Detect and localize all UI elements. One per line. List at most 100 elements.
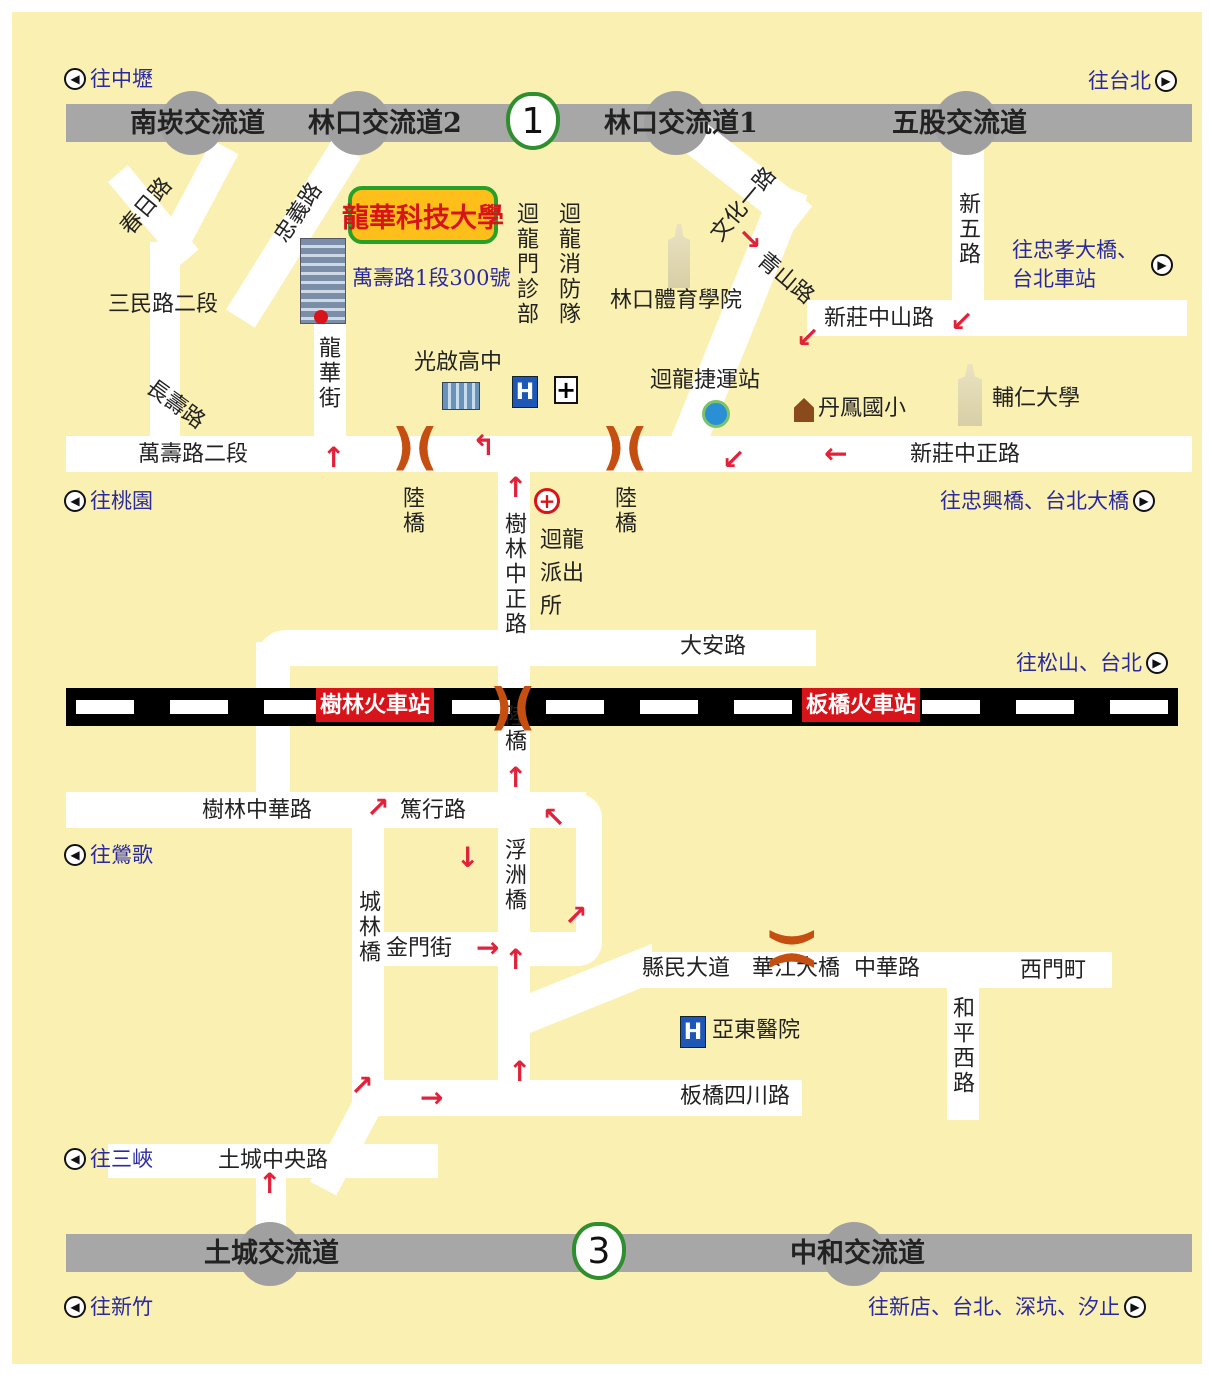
interchange-zhonghe: 中和交流道: [790, 1238, 925, 1269]
interchange-node-nankan: [160, 91, 224, 155]
route-arrow-up-icon: ↑: [508, 1055, 532, 1088]
route-arrow-up-icon: ↑: [504, 761, 528, 794]
overpass-marker-right: )(: [602, 418, 648, 476]
direction-songshan: 往松山、台北▶: [1016, 652, 1168, 674]
label-wanshou-road: 萬壽路二段: [138, 442, 249, 467]
police-station-icon: +: [534, 488, 560, 514]
station-banqiao: 板橋火車站: [802, 688, 921, 722]
interchange-wugu: 五股交流道: [892, 108, 1027, 139]
road-jinmen: [352, 932, 582, 966]
route-arrow-down-icon: ↘: [738, 223, 762, 256]
label-daan-road: 大安路: [680, 634, 747, 659]
university-address: 萬壽路1段300號: [352, 266, 511, 290]
label-longhua-street: 龍華街: [315, 336, 340, 411]
route-arrow-up-icon: ↗: [564, 899, 588, 932]
label-chenglin-bridge: 城林橋: [355, 890, 380, 965]
route-arrow-down-icon: ↙: [722, 443, 746, 476]
road-changshou: [150, 242, 180, 442]
label-xinzhuang-zhongzheng: 新莊中正路: [910, 442, 1021, 467]
road-heping: [947, 972, 979, 1120]
school-house-icon: [794, 398, 814, 422]
road-xianmin: [632, 952, 1112, 988]
route-arrow-turn-icon: ↗: [366, 791, 390, 824]
circle-arrow-right-icon: ▶: [1124, 1296, 1146, 1318]
label-shulin-zhongzheng: 樹林中正路: [501, 512, 526, 637]
direction-xinzhu: ◀往新竹: [64, 1296, 153, 1318]
circle-arrow-left-icon: ◀: [64, 1148, 86, 1170]
road-sichuan: [352, 1080, 802, 1116]
label-overpass-right: 陸橋: [611, 486, 636, 536]
direction-zhongli-label: 往中壢: [90, 66, 153, 91]
mrt-station-icon: [702, 400, 730, 428]
label-danfeng: 丹鳳國小: [818, 396, 907, 421]
label-huajiang-bridge: 華江大橋: [752, 956, 841, 981]
road-xinzhuang-zhongshan: [807, 300, 1187, 336]
interchange-node-wugu: [934, 91, 998, 155]
hospital-icon: H: [512, 376, 538, 408]
circle-arrow-left-icon: ◀: [64, 68, 86, 90]
label-zhonghua-road: 中華路: [854, 956, 921, 981]
route-arrow-right-icon: →: [420, 1081, 444, 1114]
interchange-node-tucheng: [238, 1222, 302, 1286]
freeway-3-shield: 3: [572, 1222, 626, 1280]
direction-zhongxiao: 往忠孝大橋、台北車站 ▶: [1012, 236, 1187, 295]
road-xinwu: [952, 142, 984, 317]
label-fuzhou-bridge: 浮洲橋: [501, 838, 526, 913]
overpass-marker-left: )(: [392, 418, 438, 476]
freeway-1-shield: 1: [506, 92, 560, 150]
route-arrow-down-icon: ↙: [796, 321, 820, 354]
route-arrow-up-icon: ↑: [504, 943, 528, 976]
direction-taoyuan-label: 往桃園: [90, 488, 153, 513]
direction-taipei-top: 往台北▶: [1088, 70, 1177, 92]
road-shulin-zhongzheng: [498, 452, 530, 1102]
label-duxing-road: 篤行路: [400, 798, 467, 823]
direction-songshan-label: 往松山、台北: [1016, 650, 1142, 675]
road-xinzhuang-zhongzheng: [66, 436, 1192, 472]
route-arrow-turn-icon: ↰: [472, 429, 496, 462]
circle-arrow-right-icon: ▶: [1151, 254, 1173, 277]
interchange-node-zhonghe: [822, 1222, 886, 1286]
circle-arrow-left-icon: ◀: [64, 1296, 86, 1318]
label-sanmin-road: 三民路二段: [108, 292, 219, 317]
interchange-linkou1: 林口交流道1: [604, 108, 758, 139]
road-longhua: [314, 302, 346, 452]
interchange-node-linkou1: [644, 91, 708, 155]
police-station-cross: +: [538, 489, 556, 513]
label-police: 迴龍派出所: [540, 528, 585, 619]
direction-sanxia: ◀往三峽: [64, 1148, 153, 1170]
direction-xinzhu-label: 往新竹: [90, 1294, 153, 1319]
station-shulin: 樹林火車站: [316, 688, 435, 722]
school-icon: [442, 382, 480, 410]
route-arrow-down-icon: ↓: [456, 841, 480, 874]
label-overpass-left: 陸橋: [399, 486, 424, 536]
direction-zhongxing-label: 往忠興橋、台北大橋: [940, 488, 1129, 513]
direction-zhongli: ◀往中壢: [64, 68, 153, 90]
label-jinmen-street: 金門街: [386, 936, 453, 961]
circle-arrow-left-icon: ◀: [64, 490, 86, 512]
route-arrow-left-icon: ↙: [950, 305, 974, 338]
label-hospital: 亞東醫院: [712, 1018, 801, 1043]
circle-arrow-left-icon: ◀: [64, 844, 86, 866]
university-label: 龍華科技大學: [342, 186, 504, 244]
building-icon: [958, 364, 982, 426]
route-arrow-right-icon: →: [476, 931, 500, 964]
direction-yingge-label: 往鶯歌: [90, 842, 153, 867]
route-map: 1 3 南崁交流道 林口交流道2 林口交流道1 五股交流道 土城交流道 中和交流…: [12, 12, 1202, 1364]
interchange-node-linkou2: [326, 91, 390, 155]
circle-arrow-right-icon: ▶: [1133, 490, 1155, 512]
direction-bottom-right: 往新店、台北、深坑、汐止▶: [868, 1296, 1146, 1318]
overpass-marker-center: )(: [490, 678, 536, 736]
direction-zhongxiao-label: 往忠孝大橋、台北車站: [1012, 238, 1138, 292]
label-furen: 輔仁大學: [992, 386, 1081, 411]
label-xianmin: 縣民大道: [642, 956, 731, 981]
university-name: 龍華科技大學: [342, 202, 504, 234]
interchange-linkou2: 林口交流道2: [308, 108, 462, 139]
label-hlxf: 迴龍消防隊: [555, 202, 580, 327]
label-mrt: 迴龍捷運站: [650, 368, 761, 393]
university-building-icon: [300, 238, 346, 324]
label-xinwu-road: 新五路: [955, 192, 980, 267]
label-sichuan-road: 板橋四川路: [680, 1084, 791, 1109]
direction-sanxia-label: 往三峽: [90, 1146, 153, 1171]
direction-taoyuan: ◀往桃園: [64, 490, 153, 512]
direction-zhongxing: 往忠興橋、台北大橋▶: [940, 490, 1155, 512]
